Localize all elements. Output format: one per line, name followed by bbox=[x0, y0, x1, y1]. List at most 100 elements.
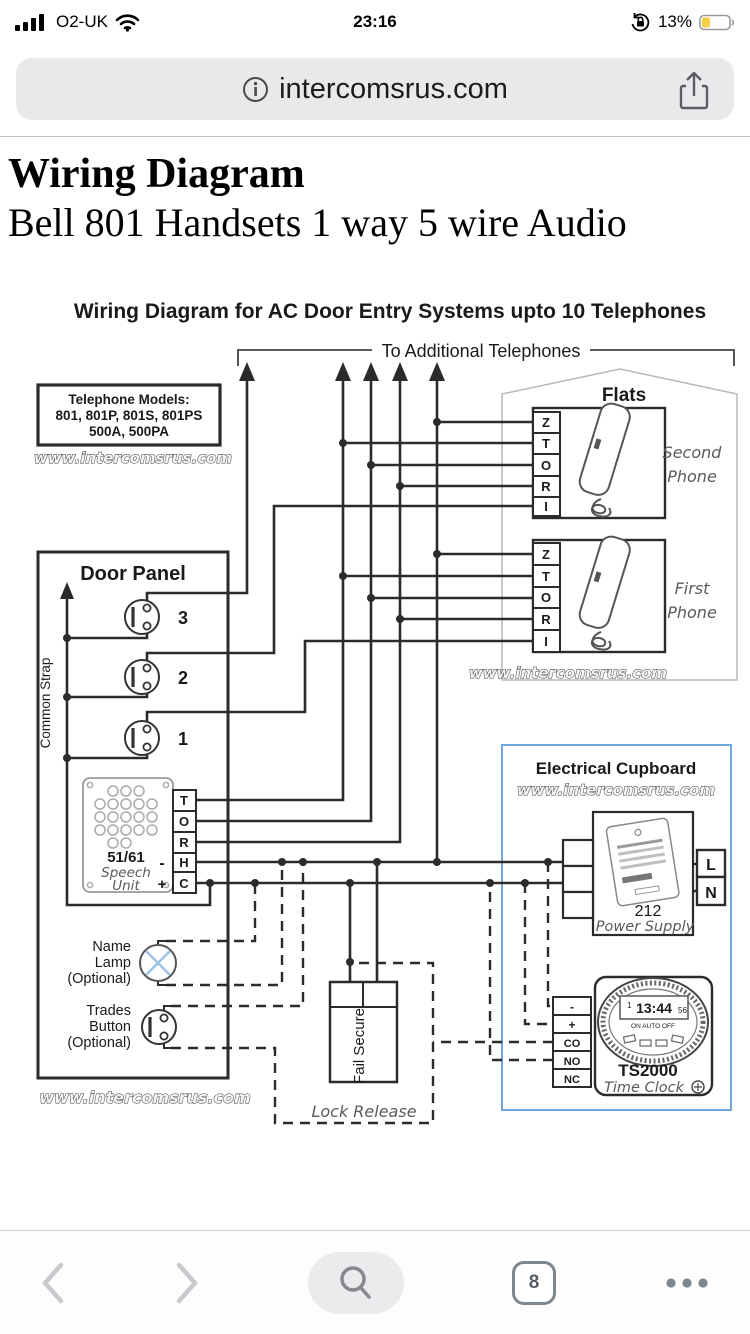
svg-text:N: N bbox=[705, 885, 717, 902]
svg-text:-: - bbox=[570, 1000, 574, 1014]
fail-secure-lock: Fail Secure bbox=[328, 980, 399, 1084]
status-bar: 23:16 O2-UK 13% bbox=[0, 0, 750, 44]
svg-text:Telephone Models:: Telephone Models: bbox=[68, 392, 189, 407]
status-time: 23:16 bbox=[353, 12, 397, 31]
page-subtitle: Bell 801 Handsets 1 way 5 wire Audio bbox=[8, 200, 627, 245]
signal-strength-icon bbox=[15, 14, 44, 31]
svg-text:2: 2 bbox=[178, 668, 188, 688]
watermark: www.intercomsrus.com bbox=[469, 664, 667, 682]
search-icon bbox=[340, 1265, 371, 1299]
svg-text:First: First bbox=[675, 579, 711, 598]
page-info-icon[interactable] bbox=[242, 76, 269, 103]
svg-text:R: R bbox=[541, 479, 551, 494]
ellipsis-icon bbox=[666, 1277, 708, 1288]
svg-text:Z: Z bbox=[542, 415, 550, 430]
carrier-label: O2-UK bbox=[56, 12, 108, 31]
address-bar-area: intercomsrus.com bbox=[0, 44, 750, 137]
speech-terminal-strip: T O R H C bbox=[172, 789, 197, 894]
svg-text:1: 1 bbox=[178, 729, 188, 749]
svg-text:801, 801P, 801S, 801PS: 801, 801P, 801S, 801PS bbox=[56, 408, 203, 423]
speaker-grille bbox=[86, 781, 170, 889]
forward-button[interactable] bbox=[174, 1261, 200, 1305]
svg-text:R: R bbox=[541, 612, 551, 627]
common-strap-label: Common Strap bbox=[38, 658, 53, 749]
time-clock: 1 13:44 56 ON AUTO OFF TS2000 Time Clock… bbox=[552, 975, 714, 1097]
clock-buttons bbox=[622, 1034, 685, 1047]
clock-terminal-strip: - + CO NO NC bbox=[552, 996, 592, 1088]
watermark: www.intercomsrus.com bbox=[34, 449, 232, 467]
svg-text:51/61: 51/61 bbox=[107, 849, 145, 866]
svg-text:Power Supply: Power Supply bbox=[596, 919, 695, 935]
share-button[interactable] bbox=[672, 69, 716, 113]
diagram-title: Wiring Diagram for AC Door Entry Systems… bbox=[74, 300, 706, 323]
svg-text:I: I bbox=[544, 634, 548, 649]
svg-text:+: + bbox=[568, 1018, 575, 1032]
svg-text:R: R bbox=[179, 835, 189, 850]
share-icon bbox=[679, 71, 709, 110]
svg-text:NO: NO bbox=[564, 1056, 581, 1068]
more-button[interactable] bbox=[664, 1276, 710, 1290]
svg-text:(Optional): (Optional) bbox=[67, 1035, 131, 1051]
svg-text:T: T bbox=[180, 793, 188, 808]
battery-percent-label: 13% bbox=[657, 12, 692, 31]
svg-text:O: O bbox=[541, 590, 551, 605]
svg-text:ON AUTO OFF: ON AUTO OFF bbox=[631, 1023, 675, 1030]
flats-label: Flats bbox=[602, 385, 646, 406]
call-button-3 bbox=[123, 598, 161, 636]
svg-text:13:44: 13:44 bbox=[636, 1000, 672, 1016]
svg-text:212: 212 bbox=[635, 903, 662, 920]
svg-text:Speech: Speech bbox=[101, 865, 151, 881]
svg-text:Unit: Unit bbox=[112, 878, 140, 894]
psu-label-sticker bbox=[605, 817, 680, 907]
svg-text:Fail Secure: Fail Secure bbox=[351, 1008, 368, 1084]
power-supply: 212 Power Supply L N bbox=[561, 810, 727, 937]
svg-text:56: 56 bbox=[678, 1006, 687, 1015]
tab-count-badge: 8 bbox=[528, 1271, 540, 1293]
svg-text:Button: Button bbox=[89, 1019, 131, 1035]
wiring-diagram-image: Wiring Diagram for AC Door Entry Systems… bbox=[33, 300, 738, 1125]
additional-telephones-label: To Additional Telephones bbox=[382, 341, 581, 361]
svg-text:I: I bbox=[544, 499, 548, 514]
first-phone: Z T O R I First Phone www.intercomsrus.c… bbox=[468, 532, 717, 683]
svg-text:T: T bbox=[542, 569, 550, 584]
tabs-button[interactable]: 8 bbox=[512, 1260, 556, 1305]
svg-text:O: O bbox=[179, 814, 189, 829]
arrowheads bbox=[60, 362, 445, 599]
back-button[interactable] bbox=[40, 1261, 66, 1305]
svg-text:O: O bbox=[541, 458, 551, 473]
svg-text:500A, 500PA: 500A, 500PA bbox=[89, 424, 169, 439]
page-title: Wiring Diagram bbox=[8, 151, 305, 197]
svg-text:TS2000: TS2000 bbox=[618, 1061, 678, 1080]
chevron-right-icon bbox=[176, 1262, 198, 1303]
name-lamp: Name Lamp (Optional) bbox=[67, 939, 177, 987]
chevron-left-icon bbox=[42, 1262, 64, 1303]
second-phone: Z T O R I Second Phone bbox=[531, 399, 723, 520]
door-panel-label: Door Panel bbox=[80, 563, 186, 585]
svg-text:Phone: Phone bbox=[667, 467, 717, 486]
svg-text:+: + bbox=[158, 876, 167, 893]
call-button-2 bbox=[123, 658, 161, 696]
watermark: www.intercomsrus.com bbox=[39, 1088, 250, 1107]
call-button-1 bbox=[123, 719, 161, 757]
svg-text:CO: CO bbox=[564, 1038, 581, 1050]
svg-text:Second: Second bbox=[663, 443, 723, 462]
address-bar[interactable]: intercomsrus.com bbox=[16, 58, 734, 120]
svg-text:NC: NC bbox=[564, 1074, 580, 1086]
svg-text:Z: Z bbox=[542, 547, 550, 562]
svg-text:3: 3 bbox=[178, 608, 188, 628]
browser-toolbar: 8 bbox=[0, 1230, 750, 1334]
svg-text:H: H bbox=[179, 855, 188, 870]
svg-text:(Optional): (Optional) bbox=[67, 971, 131, 987]
svg-text:Name: Name bbox=[92, 939, 131, 955]
svg-text:C: C bbox=[179, 876, 189, 891]
additional-telephones-bracket: To Additional Telephones bbox=[237, 341, 735, 366]
search-button[interactable] bbox=[308, 1251, 404, 1314]
svg-text:T: T bbox=[542, 436, 550, 451]
battery-icon bbox=[699, 14, 735, 30]
wifi-icon bbox=[115, 13, 140, 32]
electrical-cupboard-label: Electrical Cupboard bbox=[536, 759, 697, 778]
svg-text:Phone: Phone bbox=[667, 603, 717, 622]
telephone-models-box: Telephone Models: 801, 801P, 801S, 801PS… bbox=[33, 383, 233, 468]
svg-text:-: - bbox=[159, 855, 164, 872]
